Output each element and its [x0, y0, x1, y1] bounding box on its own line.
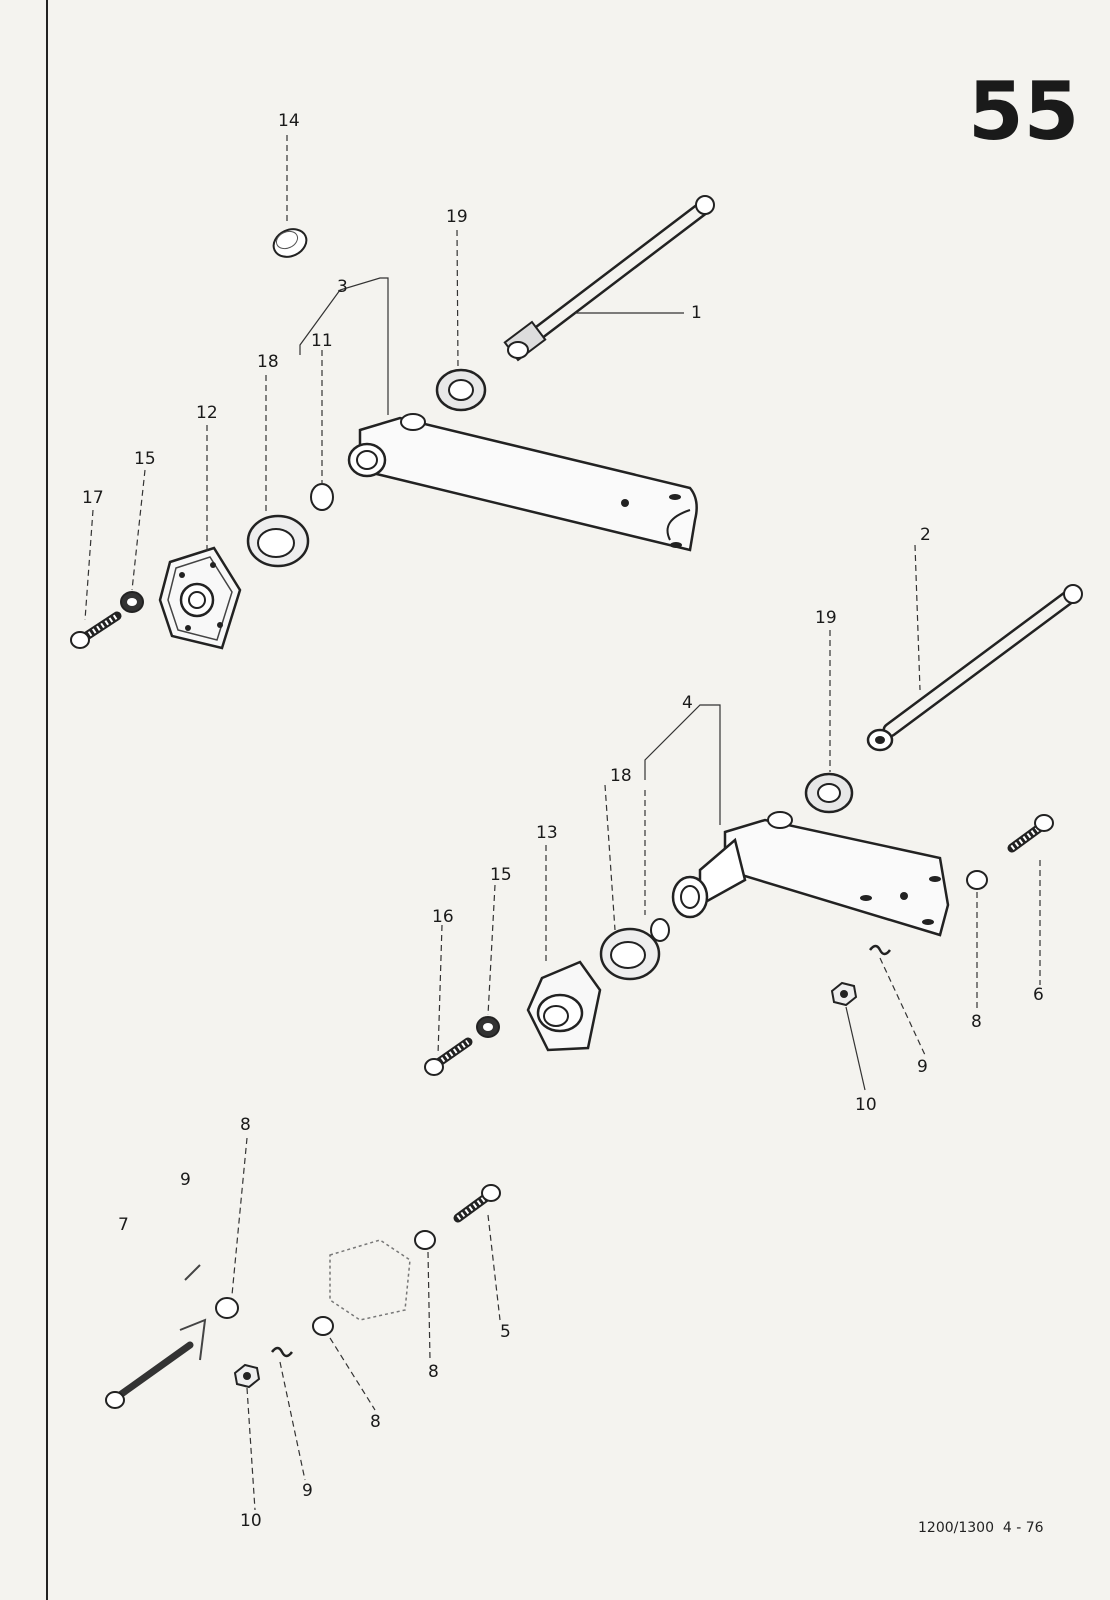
trailing-arm-part-3: [347, 413, 698, 552]
bolt-part-17: [70, 611, 122, 649]
ring-lower: [650, 918, 670, 942]
washer-part-8-b: [215, 1297, 239, 1319]
ring-part-11: [310, 483, 334, 511]
washer-part-8: [966, 870, 988, 890]
bolt-part-16: [424, 1037, 473, 1076]
label-5: 5: [500, 1322, 511, 1342]
lock-washer-part-15-lower: [476, 1016, 500, 1038]
bottom-detail-assembly: [105, 1239, 411, 1409]
mount-plate-part-12: [158, 546, 242, 650]
nut-part-10: [830, 981, 858, 1007]
nut-part-10-b: [233, 1363, 261, 1389]
label-15-lower: 15: [490, 865, 512, 885]
mount-plate-part-13: [526, 960, 602, 1052]
label-8-right: 8: [971, 1012, 982, 1032]
label-4: 4: [682, 693, 693, 713]
page-number: 55: [968, 65, 1080, 158]
label-8-bottom-low: 8: [370, 1412, 381, 1432]
label-14: 14: [278, 111, 300, 131]
label-8-bottom-mid: 8: [428, 1362, 439, 1382]
label-10-right: 10: [855, 1095, 877, 1115]
label-6: 6: [1033, 985, 1044, 1005]
label-19-lower: 19: [815, 608, 837, 628]
washer-part-8-c: [414, 1230, 436, 1250]
label-1: 1: [691, 303, 702, 323]
bearing-part-18-upper: [246, 514, 310, 568]
label-18-lower: 18: [610, 766, 632, 786]
label-7: 7: [118, 1215, 129, 1235]
nut-part-19-upper: [435, 368, 487, 412]
spring-washer-part-9-c: [271, 1346, 293, 1358]
nut-part-19-lower: [804, 772, 854, 814]
label-18-upper: 18: [257, 352, 279, 372]
label-9-bottom: 9: [302, 1481, 313, 1501]
label-3: 3: [337, 277, 348, 297]
torsion-bar-part-1: [503, 195, 715, 362]
cap-part-14: [272, 228, 308, 258]
label-19-upper: 19: [446, 207, 468, 227]
lock-washer-part-15-upper: [120, 591, 144, 613]
label-12: 12: [196, 403, 218, 423]
label-15-upper: 15: [134, 449, 156, 469]
trailing-arm-part-4: [671, 811, 950, 937]
torsion-bar-part-2: [866, 584, 1083, 752]
leader-lines: [84, 135, 1041, 1511]
label-11: 11: [311, 331, 333, 351]
bolt-part-6: [1007, 814, 1054, 853]
label-9-right: 9: [917, 1057, 928, 1077]
label-10-bottom: 10: [240, 1511, 262, 1531]
label-13: 13: [536, 823, 558, 843]
label-9-bottom-top: 9: [180, 1170, 191, 1190]
spring-washer-part-9: [869, 944, 891, 956]
label-8-bottom-top: 8: [240, 1115, 251, 1135]
label-16: 16: [432, 907, 454, 927]
bolt-part-5: [453, 1184, 501, 1223]
part-labels: 14 19 3 1 18 11 12 15 17 2 19 4 18 13 15…: [82, 111, 1044, 1531]
label-17: 17: [82, 488, 104, 508]
label-2: 2: [920, 525, 931, 545]
washer-part-8-d: [312, 1316, 334, 1336]
bearing-part-18-lower: [599, 927, 661, 981]
document-code: 1200/1300 4 - 76: [918, 1520, 1044, 1536]
